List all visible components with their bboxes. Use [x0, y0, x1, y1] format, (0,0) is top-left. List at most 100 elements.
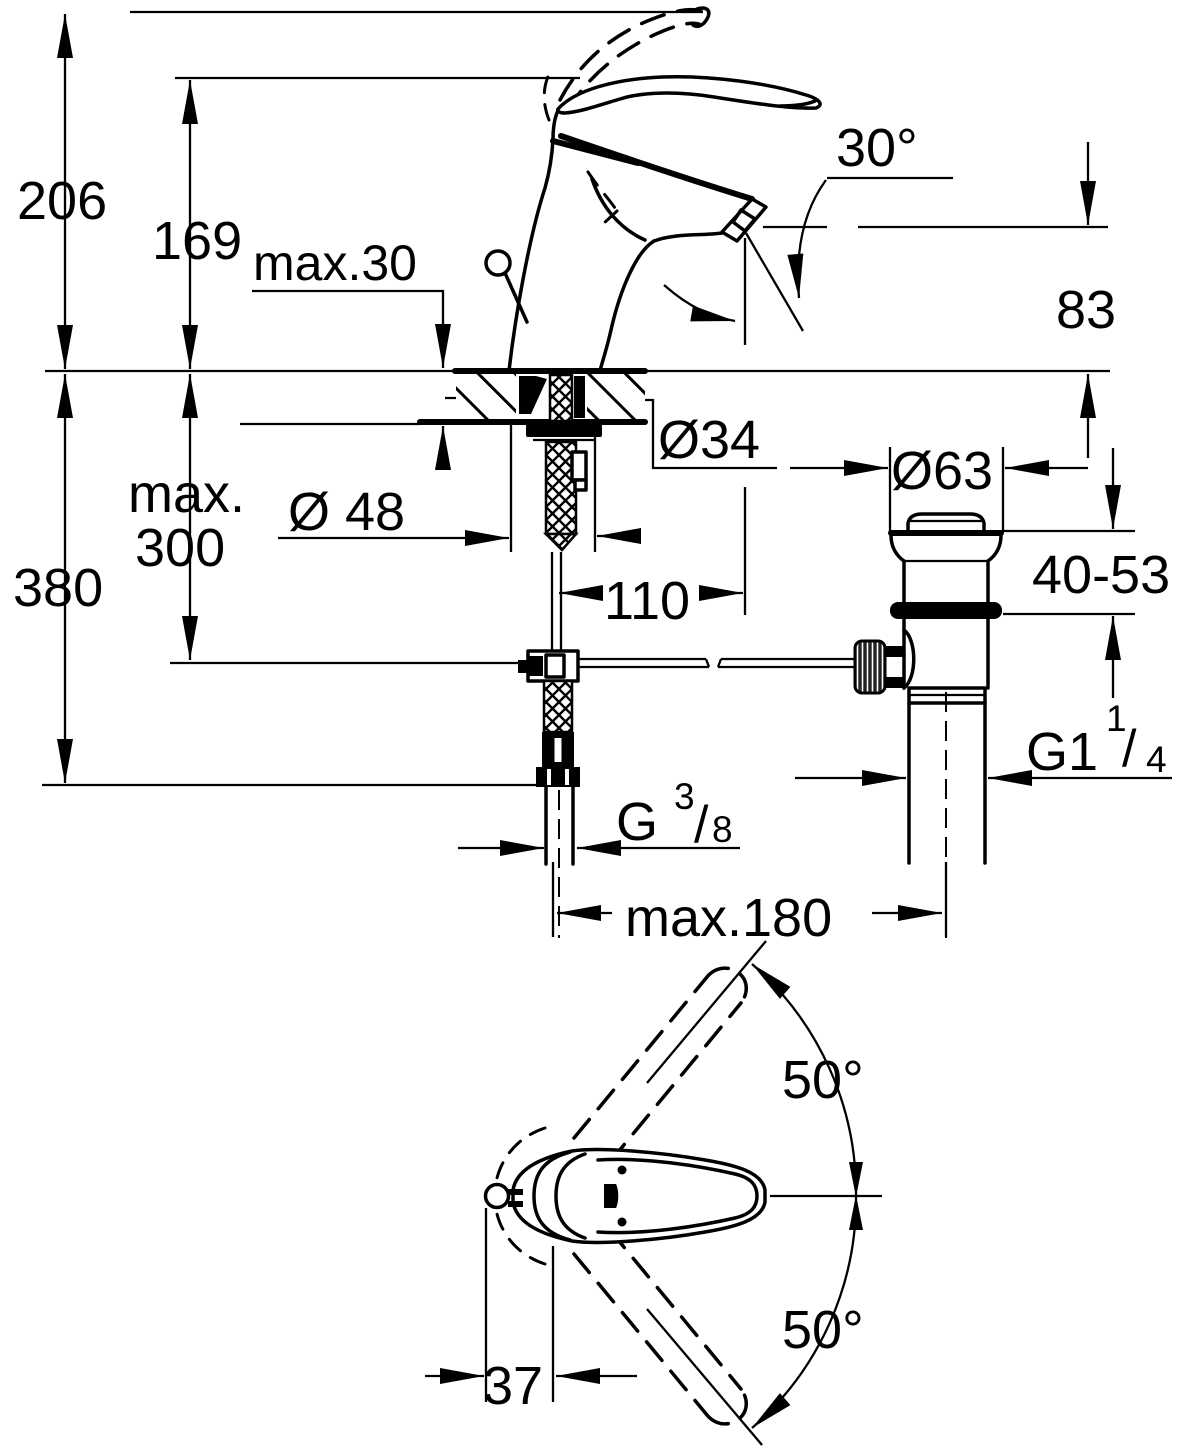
- stud-sleeve: [570, 450, 588, 482]
- rotated-lever-lower-edge-a: [572, 1252, 709, 1417]
- dim-max30-leader: [252, 289, 451, 368]
- plan-dome-arc-outer: [532, 1150, 572, 1242]
- popup-waste-valve: [853, 512, 1004, 938]
- dim-label-max-word: max.: [128, 464, 245, 524]
- dim-label-g114-num: 1: [1106, 698, 1127, 739]
- dim-30deg-ray: [745, 232, 804, 332]
- waste-flange-right: [986, 533, 1003, 563]
- waste-body-cutout: [902, 628, 916, 690]
- dim-label-d63: Ø63: [891, 441, 993, 501]
- dim-label-110: 110: [604, 571, 690, 631]
- knob-collar-bottom: [885, 677, 905, 688]
- swivel-radial-upper: [646, 940, 767, 1084]
- plan-view-handle: [425, 940, 882, 1446]
- rotated-dome-dash-upper: [495, 1126, 547, 1180]
- dim-label-max30: max.30: [253, 235, 417, 291]
- spout-swivel-arrow: [663, 284, 736, 323]
- waste-oring-seal: [890, 602, 1002, 619]
- faucet-body-left-edge: [507, 137, 555, 373]
- plan-dome-arc-inner: [554, 1152, 587, 1240]
- neck-crease: [590, 177, 647, 242]
- stud-nut: [573, 478, 588, 492]
- dim-label-g114-den: 4: [1146, 739, 1167, 780]
- rod-tee-clamp: [529, 656, 543, 676]
- raised-handle-dashed-outline: [558, 7, 703, 102]
- rotated-lever-upper-tip: [705, 966, 748, 1005]
- rod-tee-window: [544, 653, 566, 679]
- rotated-dome-dash-lower: [495, 1212, 547, 1266]
- hose-hex-nut: [536, 767, 580, 787]
- dim-label-d34: Ø34: [658, 410, 760, 470]
- hose-braid: [542, 679, 574, 734]
- popup-knob-ball: [484, 249, 512, 277]
- side-view-faucet: [484, 6, 822, 373]
- plan-handle-dot-top: [617, 1165, 627, 1175]
- plan-handle-outline: [511, 1147, 767, 1245]
- plan-popup-ball: [483, 1182, 511, 1210]
- plan-handle-inner-line: [596, 1157, 759, 1235]
- rotated-lever-upper-edge-a: [572, 975, 709, 1140]
- dim-label-max180: max.180: [625, 888, 832, 948]
- dim-label-83: 83: [1056, 280, 1116, 340]
- dim-label-d48: Ø 48: [288, 482, 405, 542]
- aerator: [731, 208, 757, 233]
- mounting-nut: [526, 424, 602, 437]
- rotated-lever-upper-edge-b: [607, 1001, 743, 1165]
- plan-popup-pin-top: [508, 1189, 523, 1195]
- dim-label-50deg-lower: 50°: [782, 1300, 864, 1360]
- spout-top-edge: [558, 133, 755, 202]
- rod-tee-screw: [518, 660, 528, 673]
- dim-30deg-arc: [787, 179, 827, 299]
- mount-stud-right: [574, 376, 585, 418]
- faucet-body-right-edge: [598, 239, 656, 373]
- deck-section: [417, 368, 648, 552]
- handle-motion-dash: [542, 70, 552, 122]
- spout-outlet-face: [720, 197, 768, 243]
- dim-label-206: 206: [17, 171, 107, 231]
- plan-handle-dot-bottom: [617, 1217, 627, 1227]
- cartridge-dashed-line: [586, 170, 619, 226]
- dim-label-g114-slash: /: [1122, 720, 1137, 778]
- dim-label-g38-den: 8: [712, 809, 733, 850]
- shank-thread-upper: [548, 373, 574, 423]
- dim-label-g38-slash: /: [694, 796, 709, 854]
- dim-label-g114-base: G1: [1026, 722, 1098, 782]
- dim-label-300: 300: [135, 518, 225, 578]
- rotated-lever-lower-edge-b: [607, 1227, 743, 1391]
- plan-popup-pin-bottom: [508, 1201, 523, 1207]
- raised-handle-dashed-inner: [565, 21, 701, 113]
- dim-label-4053: 40-53: [1032, 545, 1170, 605]
- rotated-lever-lower-tip: [705, 1387, 748, 1426]
- horizontal-rod-left: [578, 657, 711, 669]
- knob-collar-top: [885, 646, 905, 657]
- dimension-labels: 206 169 max.30 30° 83 Ø34 Ø63 max. 300 Ø…: [13, 118, 1170, 1416]
- dim-label-g38-base: G: [616, 792, 658, 852]
- rod-adjust-knob: [853, 639, 887, 695]
- dim-label-37: 37: [483, 1356, 543, 1416]
- dim-label-169: 169: [152, 211, 242, 271]
- mount-stud-left: [519, 376, 547, 414]
- dim-label-50deg-upper: 50°: [782, 1050, 864, 1110]
- swivel-arc-lower: [751, 1195, 858, 1429]
- plan-handle-mark: [604, 1184, 619, 1208]
- swivel-radial-lower: [646, 1308, 763, 1446]
- handle-lever: [556, 74, 822, 115]
- horizontal-rod-right: [716, 657, 856, 669]
- swivel-arc-mid-arrow-upper: [849, 1162, 863, 1197]
- shank-tip: [542, 532, 579, 552]
- spout-underside: [652, 231, 724, 243]
- swivel-arc-upper: [751, 963, 858, 1197]
- dim-label-g38-num: 3: [674, 776, 695, 817]
- waste-flange-left: [889, 533, 906, 563]
- popup-rod-and-hose: [518, 552, 856, 938]
- dim-label-30deg: 30°: [836, 118, 918, 178]
- handle-lever-tip-line: [778, 99, 817, 108]
- raised-handle-tip: [691, 6, 711, 29]
- deck-hatch-right: [587, 374, 645, 421]
- deck-hatch-left: [456, 374, 516, 421]
- waste-plug-cap: [906, 512, 986, 532]
- dim-label-380: 380: [13, 558, 103, 618]
- swivel-arc-mid-arrow-lower: [849, 1195, 863, 1230]
